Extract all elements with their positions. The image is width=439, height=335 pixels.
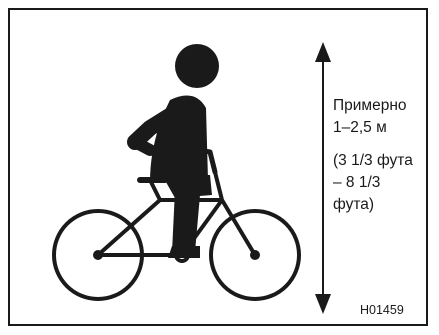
front-wheel xyxy=(209,209,301,301)
height-label-line-4: – 8 1/3 xyxy=(333,174,381,191)
bicycle-frame xyxy=(96,170,257,257)
rider-thigh xyxy=(162,175,212,198)
figure-code: H01459 xyxy=(360,303,404,317)
rider-forearm xyxy=(129,136,156,156)
height-label-line-1: Примерно xyxy=(333,97,407,114)
rider-foot xyxy=(168,246,200,258)
height-arrow-icon xyxy=(315,42,331,314)
height-label-line-3: (3 1/3 фута xyxy=(333,152,413,169)
height-label-line-5: фута) xyxy=(333,196,375,213)
rider-figure xyxy=(127,44,219,258)
rider-lower-leg xyxy=(172,190,200,252)
rider-head xyxy=(175,44,219,88)
height-label-line-2: 1–2,5 м xyxy=(333,119,387,136)
rider-arm xyxy=(127,100,190,150)
